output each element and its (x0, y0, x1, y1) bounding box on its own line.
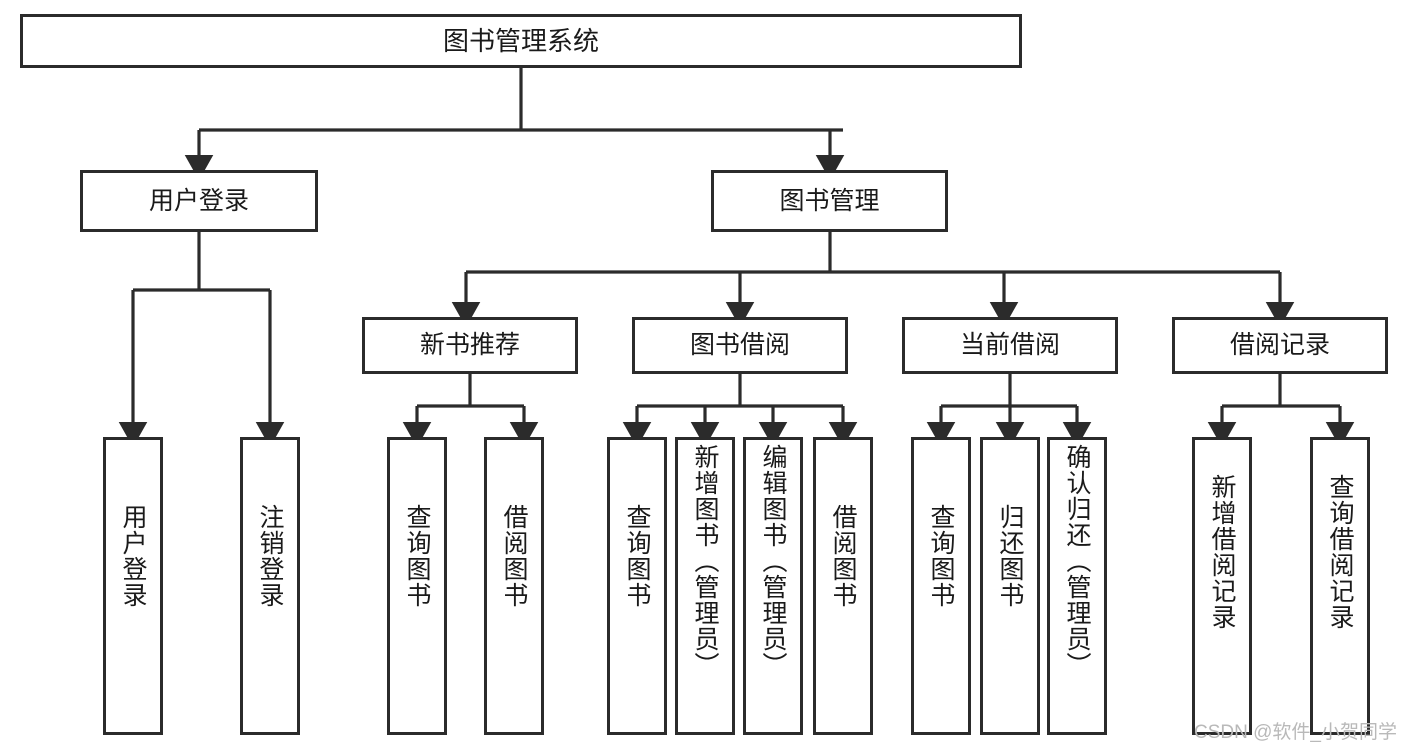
leaf-user-login-signout[interactable]: 注销登录 (240, 437, 300, 735)
leaf-record-query-record-label: 查询借阅记录 (1326, 474, 1354, 630)
node-new-book-recommend[interactable]: 新书推荐 (362, 317, 578, 374)
node-user-login[interactable]: 用户登录 (80, 170, 318, 232)
leaf-borrow-edit-book-admin-label: 编辑图书（管理员） (759, 444, 787, 678)
leaf-current-confirm-return-admin[interactable]: 确认归还（管理员） (1047, 437, 1107, 735)
leaf-borrow-borrow-book-label: 借阅图书 (829, 504, 857, 608)
leaf-new-book-borrow-label: 借阅图书 (500, 504, 528, 608)
node-book-borrow-label: 图书借阅 (689, 331, 790, 359)
leaf-user-login-signin-label: 用户登录 (119, 504, 147, 608)
leaf-user-login-signout-label: 注销登录 (256, 504, 284, 608)
leaf-borrow-borrow-book[interactable]: 借阅图书 (813, 437, 873, 735)
node-root-label: 图书管理系统 (442, 26, 599, 56)
leaf-record-add-record-label: 新增借阅记录 (1208, 474, 1236, 630)
leaf-record-query-record[interactable]: 查询借阅记录 (1310, 437, 1370, 735)
node-root-book-management-system[interactable]: 图书管理系统 (20, 14, 1022, 68)
node-current-borrow-label: 当前借阅 (959, 331, 1060, 359)
leaf-new-book-query-label: 查询图书 (403, 504, 431, 608)
leaf-borrow-add-book-admin-label: 新增图书（管理员） (691, 444, 719, 678)
node-new-book-recommend-label: 新书推荐 (419, 331, 520, 359)
leaf-borrow-add-book-admin[interactable]: 新增图书（管理员） (675, 437, 735, 735)
node-borrow-record[interactable]: 借阅记录 (1172, 317, 1388, 374)
node-current-borrow[interactable]: 当前借阅 (902, 317, 1118, 374)
leaf-current-query-book[interactable]: 查询图书 (911, 437, 971, 735)
node-user-login-label: 用户登录 (148, 186, 249, 215)
leaf-new-book-borrow[interactable]: 借阅图书 (484, 437, 544, 735)
node-borrow-record-label: 借阅记录 (1229, 331, 1330, 359)
csdn-watermark: CSDN @软件_小贺同学 (1194, 722, 1397, 743)
node-book-borrow[interactable]: 图书借阅 (632, 317, 848, 374)
leaf-record-add-record[interactable]: 新增借阅记录 (1192, 437, 1252, 735)
leaf-current-return-book[interactable]: 归还图书 (980, 437, 1040, 735)
leaf-borrow-query-book-label: 查询图书 (623, 504, 651, 608)
leaf-current-return-book-label: 归还图书 (996, 504, 1024, 608)
leaf-new-book-query[interactable]: 查询图书 (387, 437, 447, 735)
leaf-current-confirm-return-admin-label: 确认归还（管理员） (1063, 444, 1091, 678)
leaf-current-query-book-label: 查询图书 (927, 504, 955, 608)
leaf-borrow-query-book[interactable]: 查询图书 (607, 437, 667, 735)
node-book-management-label: 图书管理 (779, 186, 880, 215)
node-book-management[interactable]: 图书管理 (711, 170, 948, 232)
leaf-user-login-signin[interactable]: 用户登录 (103, 437, 163, 735)
leaf-borrow-edit-book-admin[interactable]: 编辑图书（管理员） (743, 437, 803, 735)
